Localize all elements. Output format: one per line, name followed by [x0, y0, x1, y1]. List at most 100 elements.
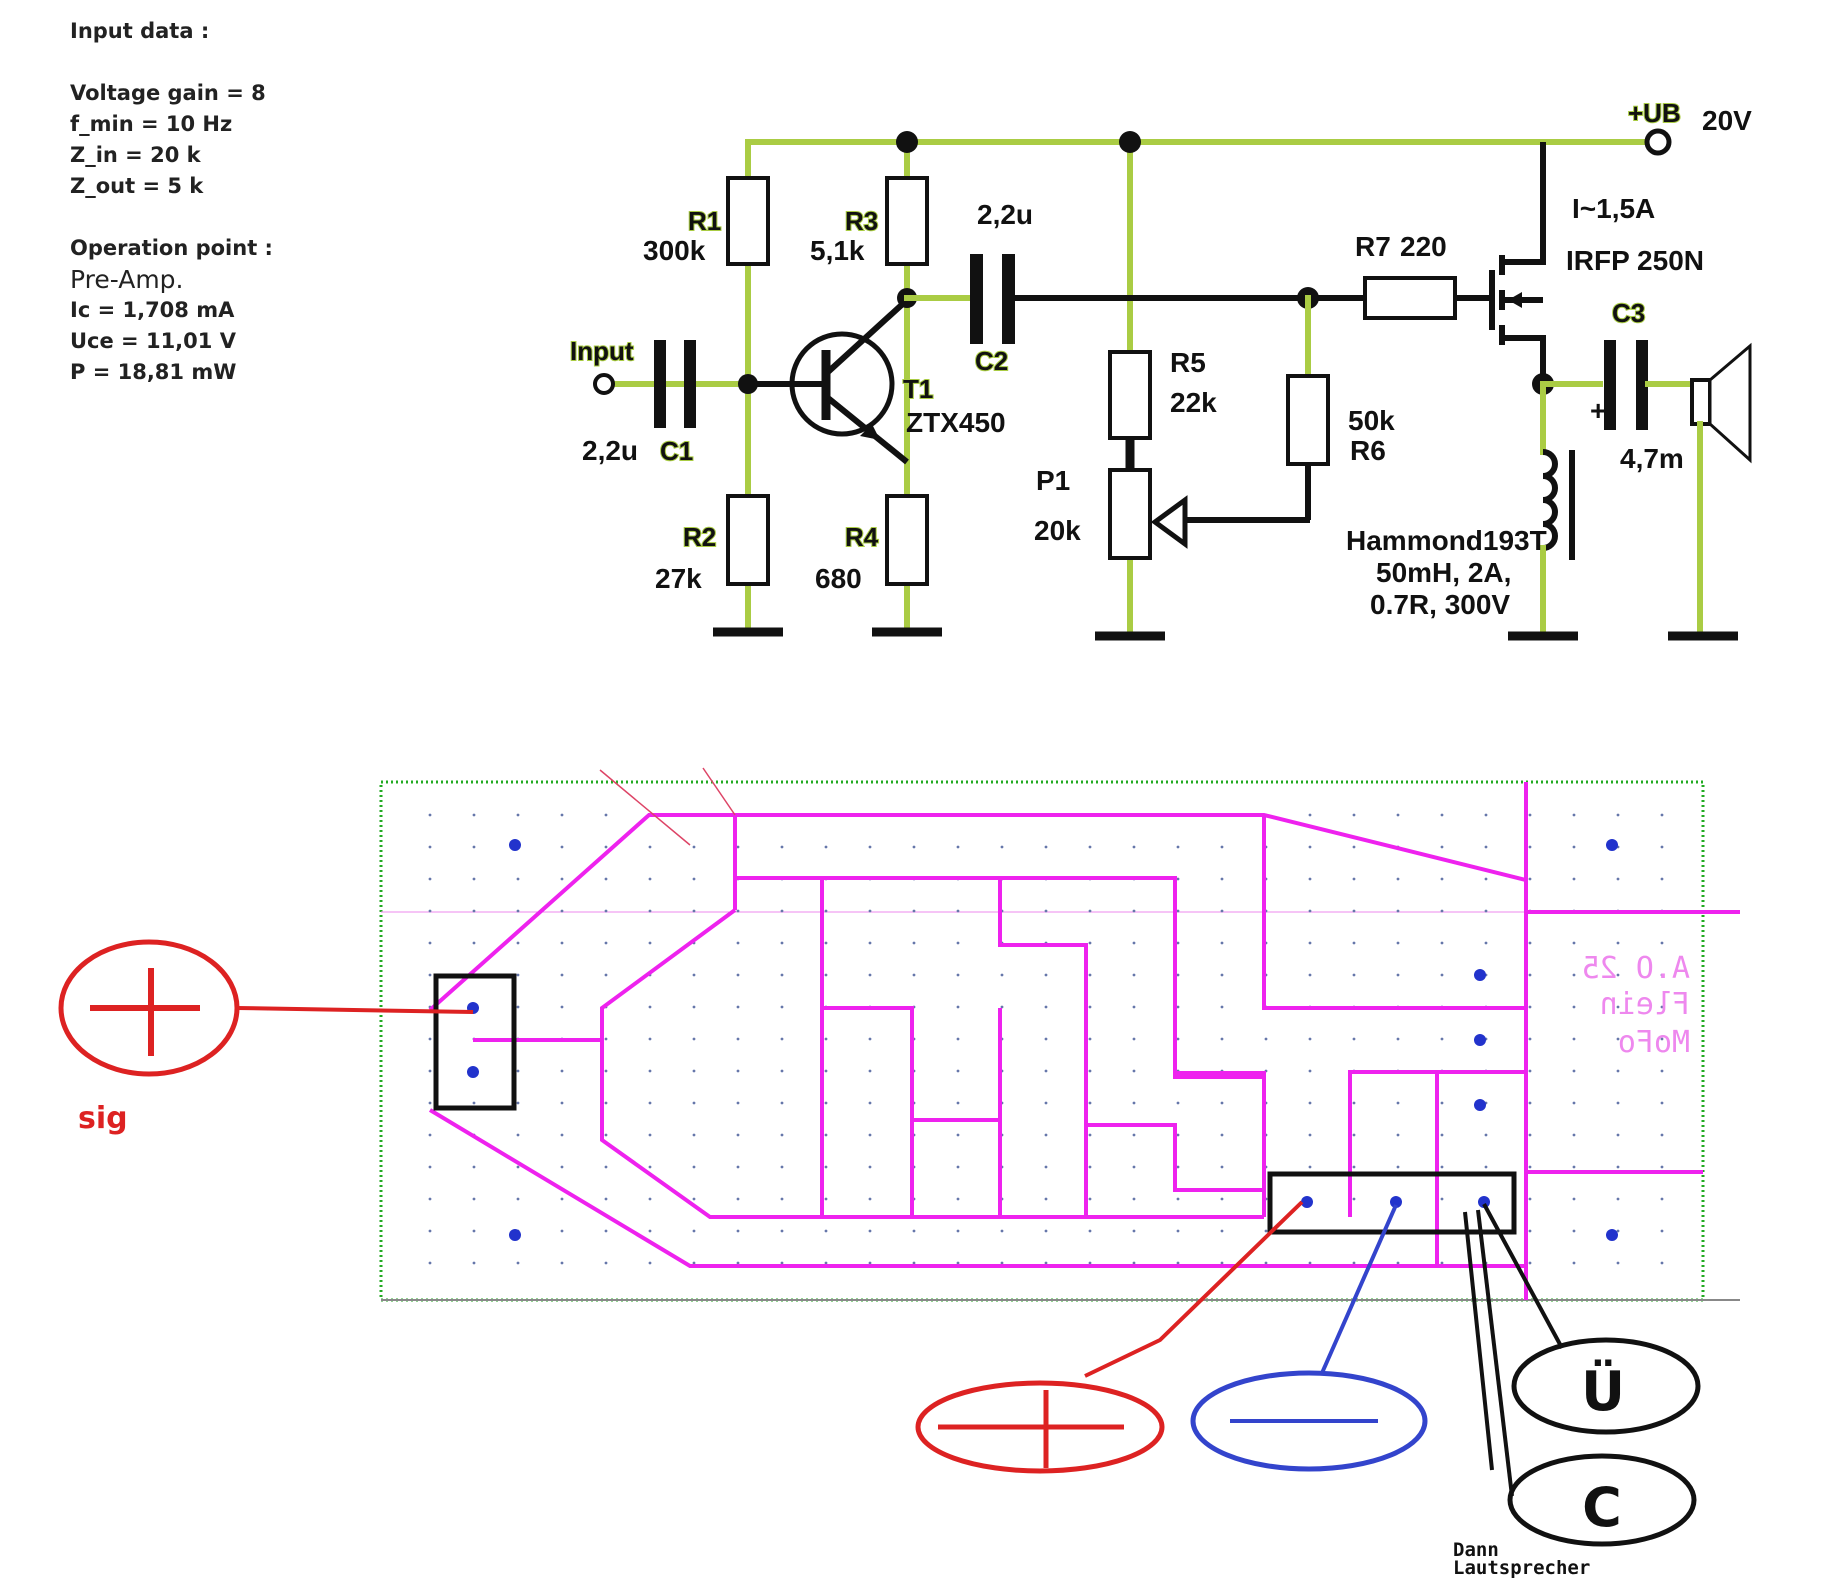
- grid-dot: [1616, 1197, 1620, 1201]
- grid-dot: [736, 1165, 740, 1169]
- grid-dot: [1616, 941, 1620, 945]
- grid-dot: [560, 813, 564, 817]
- resistor-r4: [885, 494, 929, 586]
- capacitor-c2-plate-a: [970, 254, 983, 344]
- grid-dot: [560, 1005, 564, 1009]
- grid-dot: [736, 973, 740, 977]
- grid-dot: [912, 973, 916, 977]
- grid-dot: [1528, 1133, 1532, 1137]
- drain-current: I~1,5A: [1572, 193, 1655, 224]
- grid-dot: [1528, 877, 1532, 881]
- grid-dot: [1660, 1037, 1664, 1041]
- grid-dot: [472, 909, 476, 913]
- grid-dot: [428, 1261, 432, 1265]
- grid-dot: [560, 941, 564, 945]
- grid-dot: [1176, 1261, 1180, 1265]
- grid-dot: [1308, 1133, 1312, 1137]
- grid-dot: [1044, 845, 1048, 849]
- grid-dot: [1088, 909, 1092, 913]
- grid-dot: [1572, 941, 1576, 945]
- capacitor-c2-plate-b: [1002, 254, 1015, 344]
- grid-dot: [736, 1005, 740, 1009]
- resistor-r2: [726, 494, 770, 586]
- r4-value: 680: [815, 563, 862, 594]
- grid-dot: [1572, 1069, 1576, 1073]
- grid-dot: [1528, 1165, 1532, 1169]
- grid-dot: [1616, 973, 1620, 977]
- grid-dot: [956, 1069, 960, 1073]
- grid-dot: [956, 909, 960, 913]
- z-out: Z_out = 5 k: [70, 174, 204, 198]
- grid-dot: [648, 877, 652, 881]
- grid-dot: [1352, 1261, 1356, 1265]
- grid-dot: [1396, 1165, 1400, 1169]
- grid-dot: [472, 1197, 476, 1201]
- grid-dot: [1660, 973, 1664, 977]
- r6-value: 50k: [1348, 405, 1395, 436]
- grid-dot: [956, 973, 960, 977]
- grid-dot: [1616, 1005, 1620, 1009]
- grid-dot: [1660, 1101, 1664, 1105]
- grid-dot: [1440, 1197, 1444, 1201]
- speaker-note-2: Lautsprecher: [1453, 1557, 1590, 1579]
- grid-dot: [1044, 1133, 1048, 1137]
- pcb-text-1: A.O 25: [1582, 951, 1690, 986]
- grid-dot: [428, 1165, 432, 1169]
- grid-dot: [868, 941, 872, 945]
- grid-dot: [1572, 1101, 1576, 1105]
- grid-dot: [1220, 1037, 1224, 1041]
- grid-dot: [604, 941, 608, 945]
- grid-dot: [736, 909, 740, 913]
- grid-dot: [780, 1165, 784, 1169]
- grid-dot: [1396, 813, 1400, 817]
- grid-dot: [1660, 1133, 1664, 1137]
- grid-dot: [868, 1101, 872, 1105]
- r5-value: 22k: [1170, 387, 1217, 418]
- grid-dot: [824, 1229, 828, 1233]
- grid-dot: [692, 1101, 696, 1105]
- grid-dot: [1132, 1229, 1136, 1233]
- input-terminal: [593, 373, 615, 395]
- grid-dot: [472, 877, 476, 881]
- speaker-note-1: Dann: [1453, 1539, 1499, 1561]
- grid-dot: [516, 1101, 520, 1105]
- grid-dot: [1660, 813, 1664, 817]
- grid-dot: [1352, 877, 1356, 881]
- grid-dot: [604, 1133, 608, 1137]
- grid-dot: [824, 973, 828, 977]
- grid-dot: [516, 813, 520, 817]
- grid-dot: [736, 845, 740, 849]
- grid-dot: [1528, 973, 1532, 977]
- grid-dot: [1528, 1101, 1532, 1105]
- grid-dot: [780, 973, 784, 977]
- grid-dot: [1528, 1069, 1532, 1073]
- grid-dot: [736, 1261, 740, 1265]
- grid-dot: [1308, 1037, 1312, 1041]
- grid-dot: [516, 941, 520, 945]
- grid-dot: [1132, 1069, 1136, 1073]
- grid-dot: [1484, 1133, 1488, 1137]
- r6-ref: R6: [1350, 435, 1386, 466]
- grid-dot: [868, 973, 872, 977]
- grid-dot: [1264, 1229, 1268, 1233]
- pcb-text-3: MoFo: [1618, 1025, 1690, 1060]
- grid-dot: [604, 1229, 608, 1233]
- positive-supply-terminal: [915, 1200, 1304, 1474]
- grid-dot: [692, 1005, 696, 1009]
- grid-dot: [1176, 941, 1180, 945]
- grid-dot: [1308, 877, 1312, 881]
- grid-dot: [1396, 877, 1400, 881]
- grid-dot: [824, 1101, 828, 1105]
- c3-ref: C3: [1612, 298, 1645, 328]
- grid-dot: [1044, 1165, 1048, 1169]
- grid-dot: [472, 1165, 476, 1169]
- c3-plus: +: [1590, 395, 1606, 426]
- grid-dot: [956, 1037, 960, 1041]
- grid-dot: [604, 813, 608, 817]
- capacitor-terminal: [1463, 1209, 1697, 1547]
- resistor-r5: [1108, 350, 1152, 440]
- grid-dot: [1132, 1261, 1136, 1265]
- grid-dot: [824, 845, 828, 849]
- grid-dot: [1616, 1101, 1620, 1105]
- grid-dot: [912, 909, 916, 913]
